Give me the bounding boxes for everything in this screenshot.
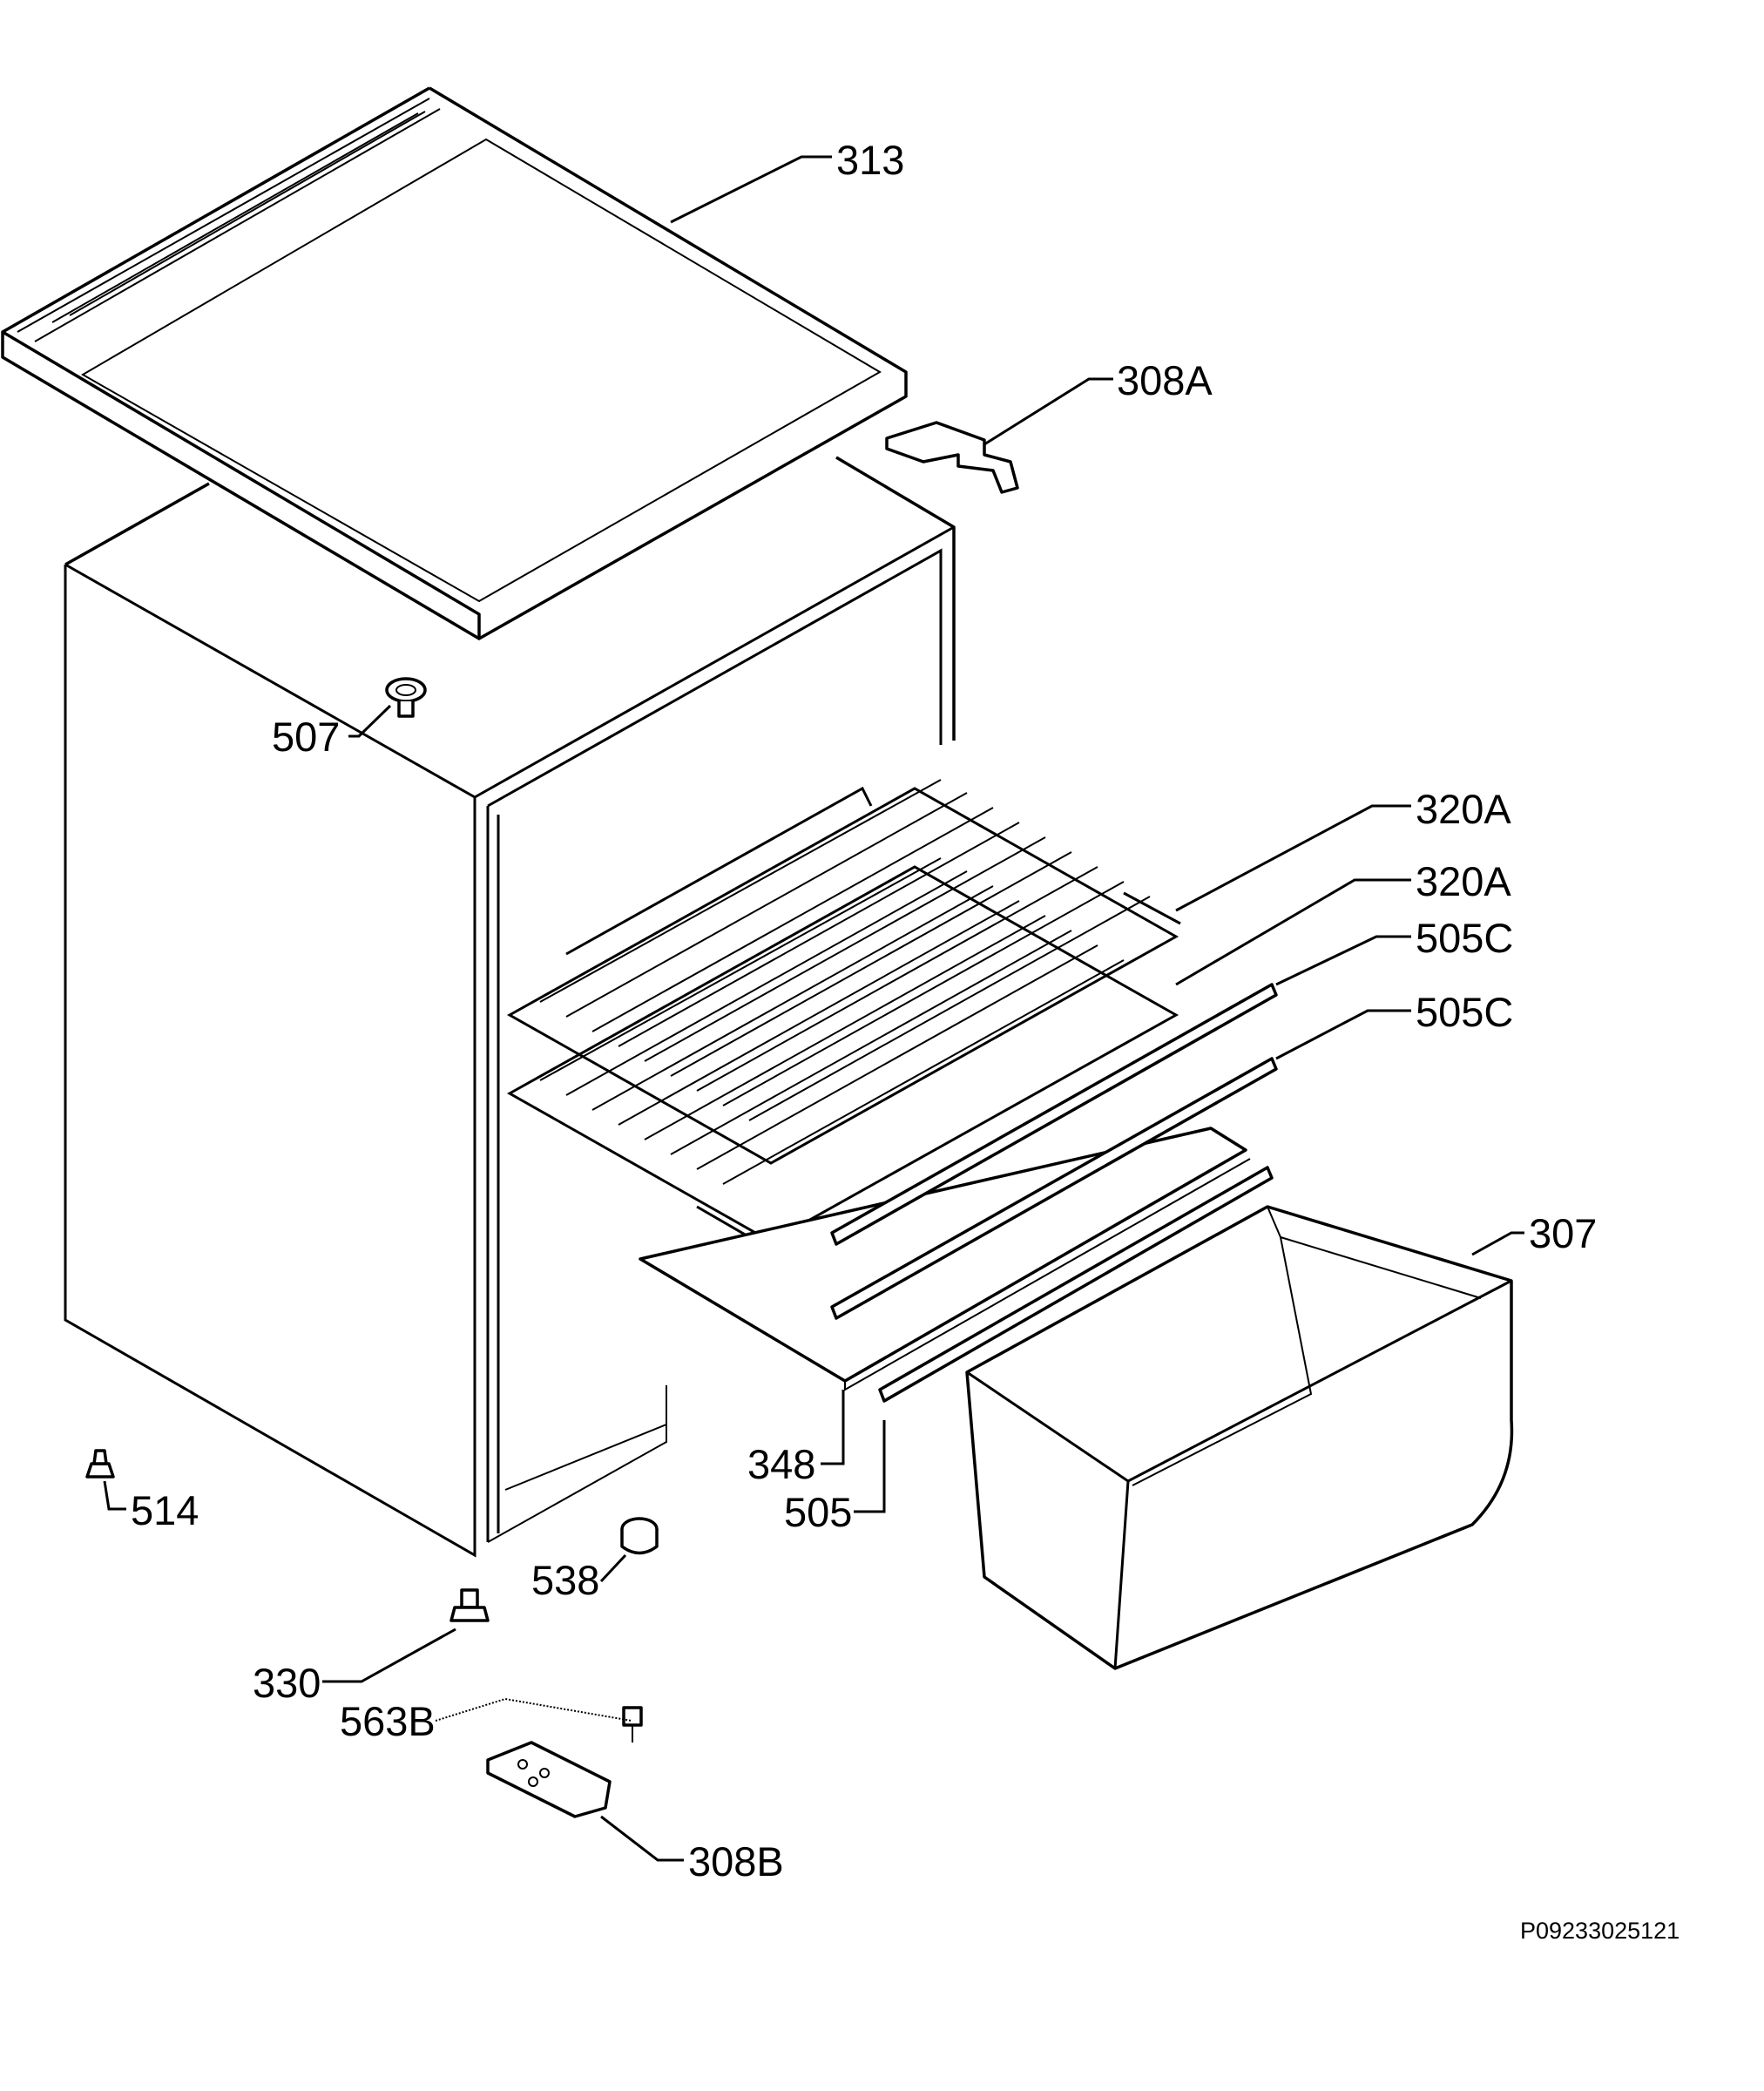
label-563b: 563B	[340, 1698, 436, 1744]
label-308b: 308B	[688, 1838, 784, 1885]
foot-538[interactable]	[620, 1517, 659, 1555]
crisper-drawer-307[interactable]	[965, 1205, 1514, 1670]
label-505c-upper: 505C	[1416, 915, 1513, 961]
front-strip-505[interactable]	[878, 1166, 1274, 1403]
label-507: 507	[272, 714, 340, 760]
top-cover-313[interactable]	[1, 86, 908, 640]
label-505: 505	[784, 1489, 852, 1535]
shelf-rail-505c-lower[interactable]	[830, 1057, 1278, 1320]
label-514: 514	[131, 1487, 199, 1533]
hinge-308b[interactable]	[486, 1741, 612, 1818]
label-308a: 308A	[1117, 357, 1213, 403]
screw-563b[interactable]	[622, 1706, 643, 1742]
label-348: 348	[747, 1441, 815, 1487]
hinge-308a[interactable]	[885, 421, 1019, 494]
label-330: 330	[253, 1660, 321, 1706]
leader-lines	[103, 155, 1524, 1862]
label-505c-lower: 505C	[1416, 989, 1513, 1035]
shelf-rail-505c-upper[interactable]	[830, 983, 1278, 1246]
plug-507[interactable]	[385, 677, 427, 718]
wire-shelf-320a-upper[interactable]	[506, 779, 1181, 1165]
callout-labels: 313 308A 507 320A 320A 505C 505C 307 348…	[131, 137, 1680, 1944]
label-307: 307	[1529, 1210, 1597, 1256]
cabinet-body	[64, 456, 956, 1558]
foot-330[interactable]	[449, 1588, 490, 1622]
label-320a-upper: 320A	[1416, 786, 1511, 832]
foot-514[interactable]	[85, 1449, 115, 1479]
wire-shelf-320a-lower[interactable]	[506, 857, 1179, 1256]
label-320a-lower: 320A	[1416, 858, 1511, 904]
reference-code: P09233025121	[1520, 1918, 1680, 1944]
label-313: 313	[836, 137, 904, 183]
label-538: 538	[531, 1557, 599, 1603]
